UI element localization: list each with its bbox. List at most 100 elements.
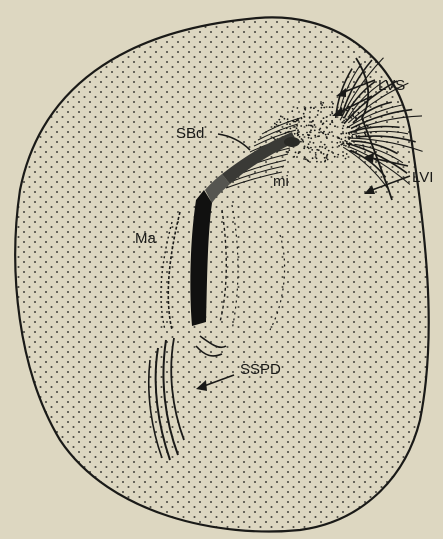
oral-dot (310, 129, 312, 131)
oral-dot (314, 130, 316, 132)
oral-dot (338, 145, 340, 147)
oral-dot (318, 149, 320, 151)
oral-dot (339, 141, 341, 143)
oral-dot (308, 134, 310, 136)
oral-dot (344, 140, 346, 142)
oral-dot (306, 132, 308, 134)
oral-dot (351, 115, 353, 117)
oral-dot (367, 125, 369, 127)
oral-dot (326, 120, 328, 122)
oral-dot (278, 119, 280, 121)
oral-dot (324, 144, 326, 146)
oral-dot (329, 106, 331, 108)
oral-dot (363, 147, 365, 149)
oral-dot (323, 117, 325, 119)
oral-dot (310, 131, 312, 133)
oral-dot (334, 125, 336, 127)
oral-dot (351, 135, 353, 137)
oral-dot (280, 115, 282, 117)
oral-dot (320, 152, 322, 154)
oral-dot (327, 133, 329, 135)
oral-dot (287, 121, 289, 123)
micronucleus (284, 137, 300, 147)
oral-dot (329, 132, 331, 134)
oral-dot (350, 143, 352, 145)
oral-dot (332, 147, 334, 149)
oral-dot (306, 125, 308, 127)
oral-dot (342, 133, 344, 135)
oral-dot (291, 110, 293, 112)
oral-dot (340, 144, 342, 146)
oral-dot (323, 122, 325, 124)
oral-dot (311, 149, 313, 151)
oral-dot (336, 142, 338, 144)
oral-dot (327, 159, 329, 161)
oral-dot (343, 144, 345, 146)
oral-dot (323, 153, 325, 155)
oral-dot (285, 132, 287, 134)
oral-dot (293, 156, 295, 158)
oral-dot (345, 118, 347, 120)
oral-dot (286, 127, 288, 129)
oral-dot (321, 107, 323, 109)
oral-dot (303, 121, 305, 123)
oral-dot (310, 125, 312, 127)
oral-dot (354, 131, 356, 133)
oral-dot (317, 110, 319, 112)
oral-dot (344, 105, 346, 107)
oral-dot (292, 120, 294, 122)
oral-dot (341, 138, 343, 140)
oral-dot (352, 150, 354, 152)
oral-dot (303, 158, 305, 160)
oral-dot (361, 141, 363, 143)
oral-dot (337, 137, 339, 139)
label-ma: Ma (135, 230, 156, 247)
oral-dot (340, 133, 342, 135)
oral-dot (297, 118, 299, 120)
oral-dot (332, 121, 334, 123)
oral-dot (296, 125, 298, 127)
oral-dot (274, 123, 276, 125)
oral-dot (316, 158, 318, 160)
oral-dot (345, 145, 347, 147)
oral-dot (355, 151, 357, 153)
oral-dot (326, 157, 328, 159)
oral-dot (334, 156, 336, 158)
oral-dot (286, 123, 288, 125)
oral-dot (303, 116, 305, 118)
oral-dot (303, 113, 305, 115)
oral-dot (299, 136, 301, 138)
oral-dot (315, 152, 317, 154)
oral-dot (317, 114, 319, 116)
oral-dot (312, 126, 314, 128)
oral-dot (277, 125, 279, 127)
oral-dot (288, 149, 290, 151)
oral-dot (284, 118, 286, 120)
oral-dot (314, 135, 316, 137)
oral-dot (343, 117, 345, 119)
oral-dot (305, 158, 307, 160)
oral-dot (287, 151, 289, 153)
oral-dot (287, 118, 289, 120)
oral-dot (332, 103, 334, 105)
oral-dot (273, 137, 275, 139)
oral-dot (313, 107, 315, 109)
oral-dot (350, 117, 352, 119)
oral-dot (307, 146, 309, 148)
oral-dot (326, 136, 328, 138)
oral-dot (308, 143, 310, 145)
oral-dot (304, 146, 306, 148)
oral-dot (321, 104, 323, 106)
oral-dot (304, 157, 306, 159)
oral-dot (355, 117, 357, 119)
oral-dot (355, 126, 357, 128)
oral-dot (355, 120, 357, 122)
oral-dot (370, 132, 372, 134)
oral-dot (328, 150, 330, 152)
oral-dot (322, 133, 324, 135)
oral-dot (296, 156, 298, 158)
oral-dot (296, 120, 298, 122)
oral-dot (327, 154, 329, 156)
oral-dot (342, 155, 344, 157)
oral-dot (349, 150, 351, 152)
